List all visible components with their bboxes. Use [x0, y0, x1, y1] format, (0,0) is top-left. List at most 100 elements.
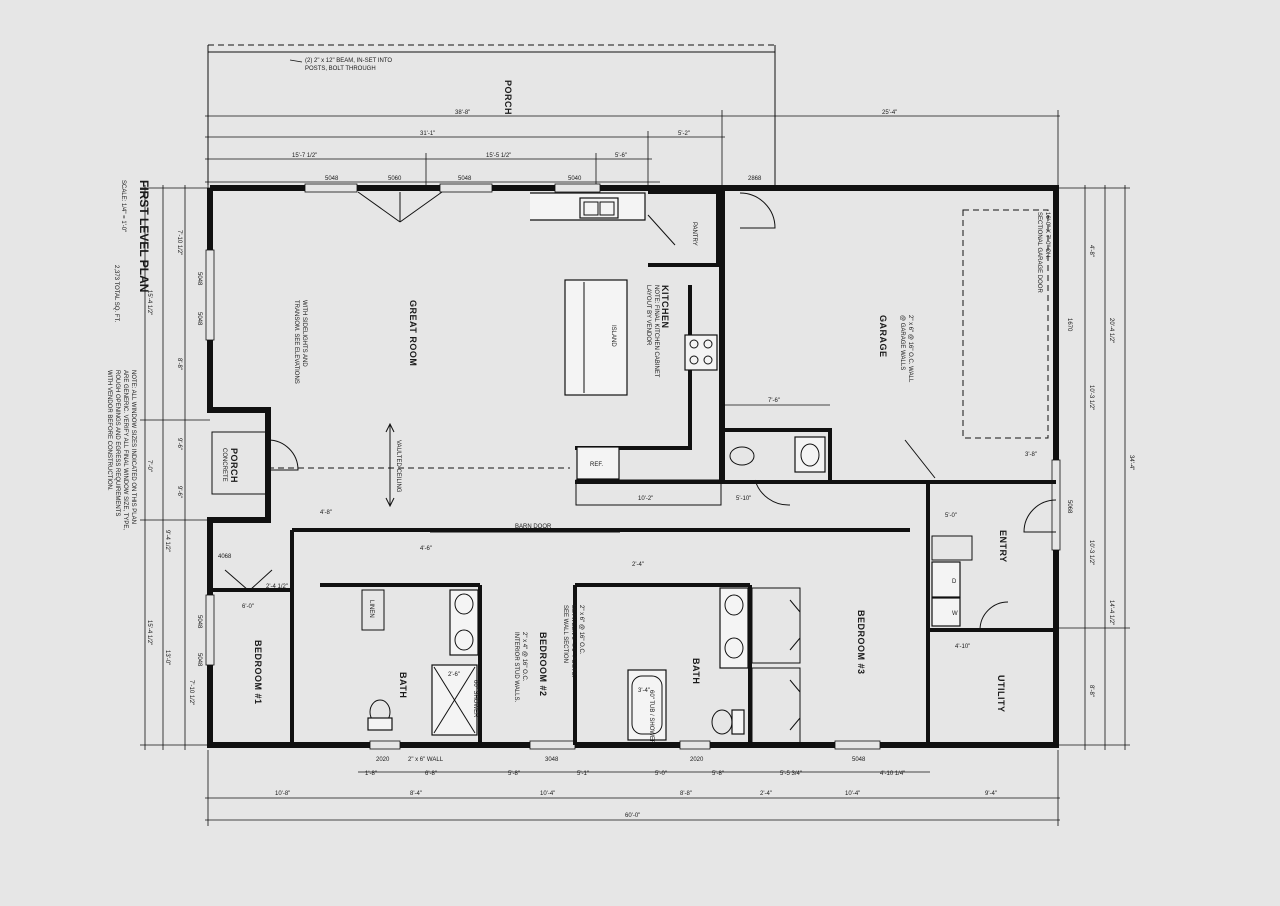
- dim-top-15a: 15'-7 1/2": [292, 153, 317, 159]
- bath2-note-2: BETWEEN 6" x 6" POSTS.: [570, 605, 576, 678]
- bath-1: LINEN BATH 60" SHOWER 2'-6" 2" x 6" WALL: [320, 583, 482, 763]
- window-label: 5048: [196, 615, 202, 629]
- dim-kitchen-10-2: 10'-2": [638, 496, 653, 502]
- washer-label: W: [952, 611, 958, 617]
- linen-label: LINEN: [368, 600, 374, 618]
- window-label: 5068: [1066, 500, 1072, 514]
- window-label: 2020: [690, 757, 704, 763]
- dim-bot2: 8'-8": [680, 791, 692, 797]
- dim-5-0: 5'-0": [945, 513, 957, 519]
- dim-left: 9'-6": [176, 486, 182, 498]
- island-label: ISLAND: [610, 325, 616, 347]
- dim-left: 7'-0": [146, 460, 152, 472]
- dim-bot2: 10'-4": [540, 791, 555, 797]
- bath2-label: BATH: [691, 658, 701, 684]
- plan-title: FIRST LEVEL PLAN: [137, 180, 151, 292]
- dim-left: 13'-0": [164, 650, 170, 665]
- dim-bot1: 4'-10 1/4": [880, 771, 905, 777]
- window-label: 5048: [196, 312, 202, 326]
- title-block: FIRST LEVEL PLAN SCALE: 1/4" = 1'-0" 2,3…: [106, 180, 151, 530]
- bath2-note-1: 2" x 6" @ 16" O.C.: [578, 605, 584, 655]
- bedroom-1: BEDROOM #1 6'-0" 2'-4 1/2": [213, 569, 292, 705]
- kitchen-label: KITCHEN: [660, 285, 670, 329]
- top-dimensions: 38'-8" 25'-4" 31'-1" 5'-2" 15'-7 1/2" 15…: [205, 110, 1060, 190]
- bath1-label: BATH: [398, 672, 408, 698]
- beam-note-2: POSTS, BOLT THROUGH: [305, 66, 376, 72]
- dim-bot2: 2'-4": [760, 791, 772, 797]
- dryer-label: D: [952, 579, 957, 585]
- bedroom2-label: BEDROOM #2: [538, 632, 548, 697]
- dim-bot1: 5'-8": [712, 771, 724, 777]
- dim-left: 15'-4 1/2": [146, 620, 152, 645]
- front-porch: PORCH CONCRETE: [211, 431, 299, 495]
- dim-top-right: 25'-4": [882, 110, 897, 116]
- window-label: 5048: [196, 272, 202, 286]
- kitchen: ISLAND KITCHEN NOTE: FINAL KITCHEN CABIN…: [530, 190, 722, 506]
- vaulted-ceiling-label: VAULTED CEILING: [395, 440, 401, 493]
- plan-note-2: ARE GENERIC. VERIFY ALL FINAL WINDOW SIZ…: [122, 370, 128, 530]
- dim-top-mid: 31'-1": [420, 131, 435, 137]
- porch-area: PORCH (2) 2" x 12" BEAM, IN-SET INTO POS…: [207, 44, 776, 185]
- wall-2x6-label: 2" x 6" WALL: [408, 757, 444, 763]
- hallway: BARN DOOR 4'-6" 4'-8": [290, 510, 910, 745]
- plan-note-3: ROUGH OPENINGS AND EGRESS REQUIREMENTS: [114, 370, 120, 516]
- dim-4-8: 4'-8": [320, 510, 332, 516]
- kitchen-note-1: NOTE: FINAL KITCHEN CABINET: [653, 285, 659, 378]
- bedroom-2: BEDROOM #2 2" x 4" @ 16" O.C. INTERIOR S…: [513, 585, 584, 745]
- tub-60-label: 60" TUB / SHOWER: [648, 690, 654, 745]
- dim-bot1: 5'-0": [655, 771, 667, 777]
- window-label: 3048: [545, 757, 559, 763]
- great-room-note-1: WITH SIDELIGHTS AND: [301, 300, 307, 367]
- dim-right: 4'-8": [1088, 245, 1094, 257]
- dim-left: 8'-8": [176, 358, 182, 370]
- window-label: 5040: [568, 176, 582, 182]
- ref-label: REF.: [590, 462, 603, 468]
- bedroom3-label: BEDROOM #3: [856, 610, 866, 675]
- window-label: 4068: [218, 554, 232, 560]
- bath2-note-3: SEE WALL SECTION: [562, 605, 568, 663]
- garage-label: GARAGE: [878, 315, 888, 358]
- dim-5-10: 5'-10": [736, 496, 751, 502]
- bath-2: BATH 60" TUB / SHOWER 2'-4" 3'-4": [575, 562, 752, 745]
- entry-label: ENTRY: [998, 530, 1008, 563]
- dim-bot2: 8'-4": [410, 791, 422, 797]
- dim-4-6: 4'-6": [420, 546, 432, 552]
- dim-right: 14'-4 1/2": [1108, 600, 1114, 625]
- dim-2-4: 2'-4": [632, 562, 644, 568]
- window-label: 5048: [325, 176, 339, 182]
- dim-2-4-half: 2'-4 1/2": [266, 584, 288, 590]
- window-label: 5048: [458, 176, 472, 182]
- window-label: 2020: [376, 757, 390, 763]
- dim-right: 8'-8": [1088, 685, 1094, 697]
- dim-right: 10'-3 1/2": [1088, 385, 1094, 410]
- bedroom1-label: BEDROOM #1: [253, 640, 263, 705]
- plan-area: 2,373 TOTAL SQ. FT.: [113, 265, 119, 322]
- bedroom-3: BEDROOM #3: [751, 587, 866, 744]
- dim-left: 9'-6": [176, 438, 182, 450]
- great-room: GREAT ROOM WITH SIDELIGHTS AND TRANSOM. …: [268, 191, 570, 508]
- entry-utility: ENTRY UTILITY D W 5'-0" 3'-8" 4'-10": [575, 452, 1057, 745]
- bed2-note-2: INTERIOR STUD WALLS.: [513, 632, 519, 702]
- window-label: 2868: [748, 176, 762, 182]
- garage-walls-note-1: 2" x 6" @ 16" O.C. WALL: [907, 315, 913, 383]
- garage: GARAGE 2" x 6" @ 16" O.C. WALL @ GARAGE …: [739, 192, 1050, 479]
- dim-bot1: 5'-8": [508, 771, 520, 777]
- dim-3-8: 3'-8": [1025, 452, 1037, 458]
- dim-3-4: 3'-4": [638, 688, 650, 694]
- bottom-dimensions: 60'-0" 10'-8" 8'-4" 10'-4" 8'-8" 2'-4" 1…: [205, 750, 1060, 826]
- dim-bot2: 10'-4": [845, 791, 860, 797]
- beam-note-1: (2) 2" x 12" BEAM, IN-SET INTO: [305, 58, 392, 64]
- window-label: 5048: [852, 757, 866, 763]
- window-label: 5048: [196, 653, 202, 667]
- dim-bot1: 5'-5 3/4": [780, 771, 802, 777]
- barn-door-label: BARN DOOR: [515, 524, 552, 530]
- left-dimensions: 7'-10 1/2" 15'-4 1/2" 8'-8" 9'-6" 7'-0" …: [140, 185, 210, 750]
- plan-scale: SCALE: 1/4" = 1'-0": [120, 180, 126, 232]
- shower-60-label: 60" SHOWER: [472, 680, 478, 718]
- dim-top-left: 38'-8": [455, 110, 470, 116]
- half-bath: 7'-6" 5'-10": [722, 398, 832, 506]
- front-porch-label: PORCH: [229, 448, 239, 483]
- dim-top-5-2: 5'-2": [678, 131, 690, 137]
- garage-door-note-1: 16'-0" X 7'-0" OH.: [1044, 212, 1050, 259]
